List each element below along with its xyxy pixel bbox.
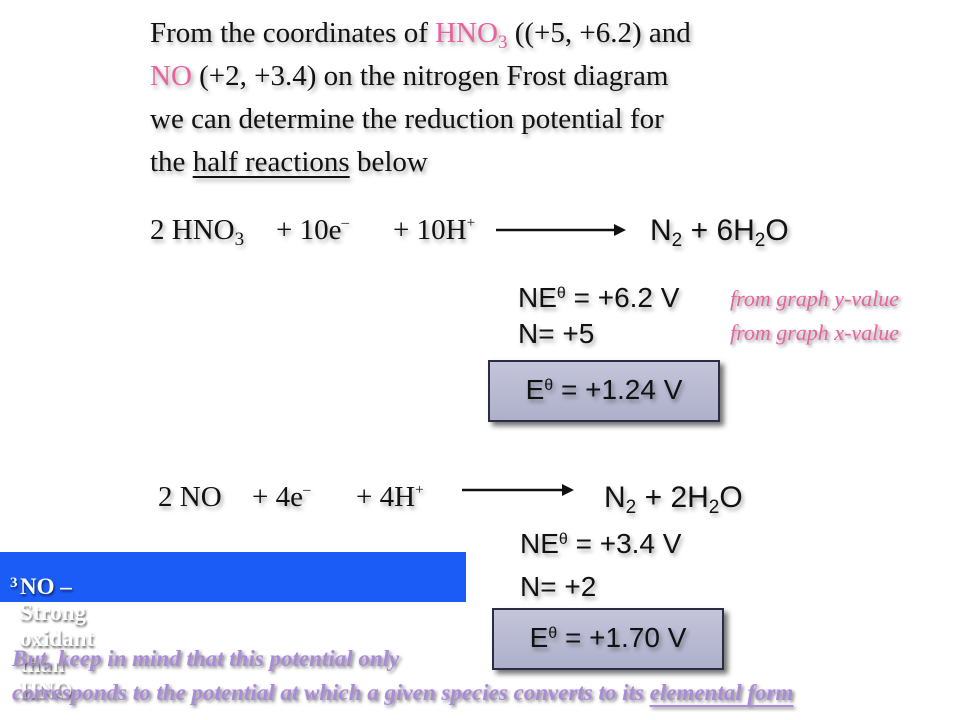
intro-line-1: From the coordinates of HNO3 ((+5, +6.2)… — [150, 17, 691, 53]
reaction2-e-value: Eθ = +1.70 V — [529, 622, 687, 653]
reaction2-potential-box: Eθ = +1.70 V — [492, 608, 724, 670]
reaction1-potential-box: Eθ = +1.24 V — [488, 360, 720, 422]
reaction1-products: N2 + 6H2O — [650, 214, 789, 251]
reaction1-protons: + 10H+ — [393, 214, 476, 246]
intro-line-2: NO (+2, +3.4) on the nitrogen Frost diag… — [150, 60, 669, 92]
footer-line-1: But, keep in mind that this potential on… — [12, 646, 400, 671]
reaction1-ne-value: NEθ = +6.2 V — [518, 282, 680, 313]
note-x-value: from graph x-value — [730, 320, 900, 345]
note-y-value: from graph y-value — [730, 286, 900, 311]
reaction1-arrow — [496, 224, 626, 236]
hno3-highlight: HNO3 — [435, 17, 508, 53]
intro-paragraph: From the coordinates of HNO3 ((+5, +6.2)… — [150, 12, 691, 184]
reaction1-e-value: Eθ = +1.24 V — [525, 374, 683, 405]
reaction2-ne-value: NEθ = +3.4 V — [520, 528, 682, 559]
reaction1-reactant: 2 HNO3 — [150, 214, 245, 250]
intro-line-3: we can determine the reduction potential… — [150, 103, 664, 135]
elemental-form-underlined: elemental form — [649, 680, 794, 705]
reaction1-electrons: + 10e– — [276, 214, 349, 246]
reaction2-products: N2 + 2H2O — [604, 481, 743, 518]
reaction2-n-value: N= +2 — [520, 571, 597, 602]
footer-line-2: corresponds to the potential at which a … — [12, 680, 794, 705]
half-reactions-underlined: half reactions — [192, 146, 350, 178]
reaction2-protons: + 4H+ — [356, 481, 424, 513]
reaction2-electrons: + 4e– — [252, 481, 311, 513]
reaction2-reactant: 2 NO — [158, 481, 222, 513]
reaction2-arrow — [462, 484, 574, 496]
intro-line-4: the half reactions below — [150, 146, 428, 178]
reaction1-n-value: N= +5 — [518, 318, 595, 349]
no-highlight: NO — [150, 60, 192, 92]
